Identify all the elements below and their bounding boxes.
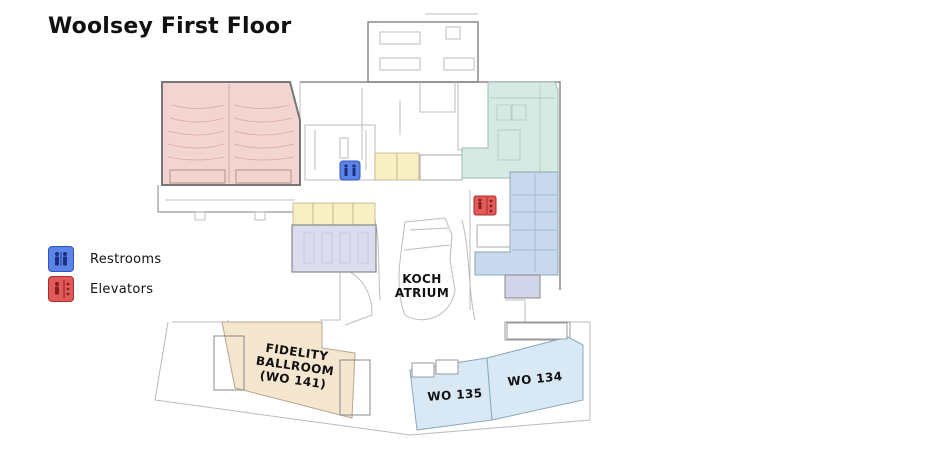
yellow-rooms-upper xyxy=(374,152,420,181)
legend-label: Restrooms xyxy=(90,251,162,267)
map-legend: Restrooms Elevators xyxy=(48,244,161,304)
elevator-icon xyxy=(48,276,74,302)
restroom-icon xyxy=(48,246,74,272)
legend-label: Elevators xyxy=(90,281,154,297)
legend-item-elevators: Elevators xyxy=(48,274,161,304)
page-title: Woolsey First Floor xyxy=(48,14,292,39)
elevator-map-icon xyxy=(473,195,497,216)
auditorium-zone xyxy=(161,81,301,186)
restroom-map-icon xyxy=(339,160,361,181)
legend-item-restrooms: Restrooms xyxy=(48,244,161,274)
koch-atrium-label: KOCH ATRIUM xyxy=(394,272,450,300)
